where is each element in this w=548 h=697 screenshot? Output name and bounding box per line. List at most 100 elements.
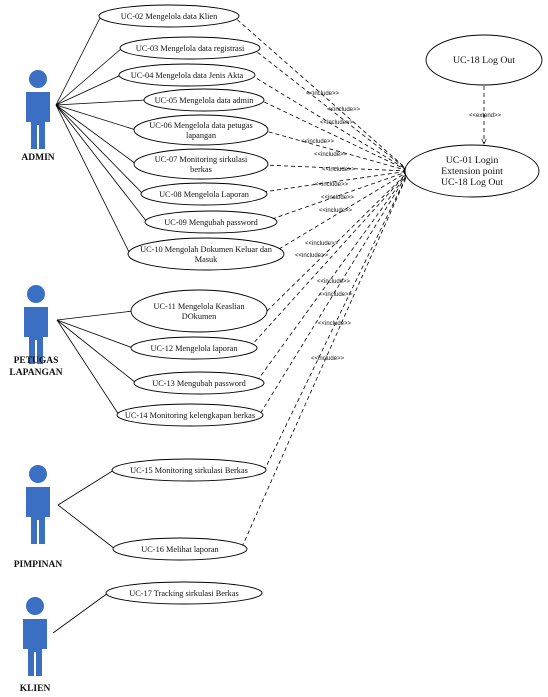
use-case-ellipse [127,237,285,271]
use-case-ellipse [105,581,263,605]
include-label: <<include>> [305,241,339,247]
include-label: <<include>> [321,195,355,201]
use-case-ellipse [404,144,540,198]
include-label: <<include>> [295,253,329,259]
use-case-ellipse [116,403,264,427]
use-case-ellipse [130,336,258,360]
actor-body-icon [26,487,50,544]
include-label: <<include>> [315,182,349,188]
use-case-ellipse [143,88,265,112]
actor-associations [52,15,148,634]
include-label: <<include>> [318,321,352,327]
association-line [55,99,147,106]
association-line [52,592,109,634]
actor-body-icon [24,307,48,364]
use-case-label: UC-09 Mengubah password [164,218,258,227]
use-case-ellipse [130,289,268,333]
use-case-label: UC-08 Mengelola Laporan [159,190,250,199]
use-case-ellipse [133,114,269,146]
actor-label-pimpinan: PIMPINAN [14,560,63,570]
association-line [56,319,134,349]
association-line [55,104,144,195]
association-line [55,104,137,165]
actor-head-icon [29,70,47,88]
association-line [57,469,115,506]
use-case-label: UC-06 Mengelola data petugas [149,121,252,130]
association-line [55,47,123,106]
include-line [249,170,410,348]
include-line [261,129,410,173]
include-label: <<include>> [327,107,361,113]
use-case-label: Extension point [441,166,503,177]
include-line [262,168,410,193]
actor-body-icon [23,619,47,676]
use-case-uc12: UC-12 Mengelola laporan [130,336,258,360]
association-line [57,504,116,550]
use-case-label: UC-01 Login [446,155,499,166]
include-label: <<include>> [311,356,345,362]
use-case-ellipse [119,36,261,60]
use-case-ellipse [425,34,543,86]
use-case-label: UC-10 Mengolah Dokumen Keluar dan [140,245,273,254]
use-case-uc13: UC-13 Mengubah password [133,371,265,395]
include-line [256,170,410,382]
use-case-uc05: UC-05 Mengelola data admin [143,88,265,112]
use-case-label: UC-02 Mengelola data Klien [121,12,218,21]
use-case-label: UC-17 Tracking sirkulasi Berkas [129,589,238,598]
use-case-uc08: UC-08 Mengelola Laporan [140,182,268,206]
use-case-ellipse [98,4,240,28]
include-label: <<include>> [317,279,351,285]
include-label: <<include>> [319,208,353,214]
use-case-label: UC-05 Mengelola data admin [155,96,255,105]
use-case-ellipse [111,458,267,482]
include-label: <<include>> [319,292,353,298]
association-line [56,319,120,416]
use-case-label: berkas [190,165,212,174]
association-line [55,104,131,255]
include-line [278,170,410,250]
include-line [231,14,410,172]
include-label: <<include>> [322,167,356,173]
use-case-label: UC-12 Mengelola laporan [150,344,238,353]
use-case-ellipse [140,182,268,206]
actor-label-klien: KLIEN [20,684,51,694]
use-case-uc15: UC-15 Monitoring sirkulasi Berkas [111,458,267,482]
association-line [56,319,137,384]
extend-label: <<extend>> [469,113,502,119]
actor-admin: ADMIN [21,70,55,163]
use-case-ellipse [144,210,278,234]
use-case-label: UC-15 Monitoring sirkulasi Berkas [130,466,248,475]
include-label: <<include>> [306,91,340,97]
include-line [250,74,410,172]
actor-label-admin: ADMIN [21,153,54,163]
association-line [56,310,134,321]
use-case-label: Masuk [195,255,218,264]
use-case-label: lapangan [186,131,217,140]
use-case-uc18-logout: UC-18 Log Out [425,34,543,86]
use-case-ellipse [112,537,248,561]
actor-head-icon [27,285,45,303]
use-case-label: DOkumen [182,312,217,321]
association-line [55,104,148,223]
actor-pimpinan: PIMPINAN [14,465,63,570]
use-case-uc03: UC-03 Mengelola data registrasi [119,36,261,60]
use-case-uc09: UC-09 Mengubah password [144,210,278,234]
include-label: <<include>> [320,120,354,126]
use-case-label: UC-04 Mengelola data Jenis Akta [131,71,244,80]
use-case-label: UC-14 Monitoring kelengkapan berkas [125,411,255,420]
use-case-uc14: UC-14 Monitoring kelengkapan berkas [116,403,264,427]
relation-labels: <<extend>> <<include>> <<include>> <<includ… [295,86,502,362]
actor-body-icon [26,92,50,149]
actor-head-icon [26,597,44,615]
use-case-uc17: UC-17 Tracking sirkulasi Berkas [105,581,263,605]
use-case-uc16: UC-16 Melihat laporan [112,537,248,561]
include-label: <<include>> [314,152,348,158]
use-case-label: UC-18 Log Out [441,177,503,188]
actor-label-petugas: PETUGAS [14,356,59,366]
